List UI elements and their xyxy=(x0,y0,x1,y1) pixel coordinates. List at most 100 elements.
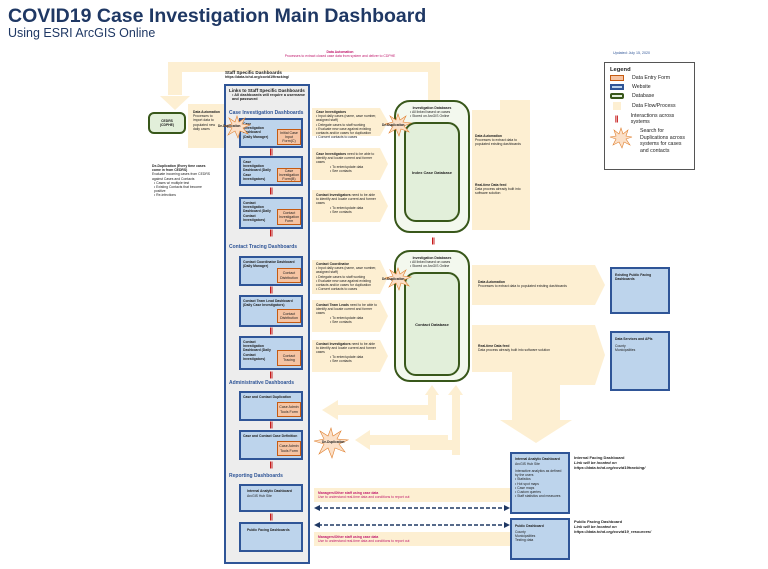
section-reporting: Reporting Dashboards xyxy=(229,473,283,479)
public-dashboard-url[interactable]: https://data.tchd.org/covid19_resources/ xyxy=(574,529,652,534)
legend-item: Search for Duplications across systems f… xyxy=(609,127,689,154)
dashboard-label: Case Investigation Dashboard (Daily Case… xyxy=(243,160,271,181)
managers-note-desc: Use to understand real-time data and con… xyxy=(318,495,410,500)
flow-title: Real-time Data feed xyxy=(478,344,510,348)
dashed-arrow-2-head-left xyxy=(314,522,320,528)
right-flow-top-automation: Data Automation Processes to extract dat… xyxy=(475,134,529,147)
dedup-starburst-icon xyxy=(223,115,252,139)
internal-dashboard-url[interactable]: https://data.tchd.org/covid19tracking/ xyxy=(574,465,646,470)
dashboard-label: Case and Contact Case Definition xyxy=(243,434,298,438)
flow-bullet: See contacts xyxy=(330,210,378,214)
flow-bullet: See contacts xyxy=(330,359,378,363)
legend-label: Data Flow/Process xyxy=(632,103,676,109)
dashboard-label: Contact Investigation Dashboard (Daily C… xyxy=(243,201,271,222)
section-case-investigation: Case Investigation Dashboards xyxy=(229,110,304,116)
flow-bullet: To enter/update data xyxy=(330,165,378,169)
contact-database: Contact Database xyxy=(404,272,460,376)
facing-note-title: Internal Facing Dashboard xyxy=(574,455,625,460)
case-contact-duplication-dashboard[interactable]: Case and Contact Duplication Case Admin … xyxy=(239,391,303,421)
flow-title: Data Automation xyxy=(478,280,505,284)
initial-case-input-form[interactable]: Initial Case Input Form(C) xyxy=(277,129,301,145)
flow-text: need to be able to identify and locate c… xyxy=(316,193,376,206)
cedrs-automation-desc: Processes to import data to populated ne… xyxy=(193,114,216,131)
right-flow-bottom-1 xyxy=(472,265,605,305)
interaction-pipe: || xyxy=(269,230,273,237)
admin-return-arrow-1 xyxy=(322,400,410,420)
top-flow-right-band xyxy=(430,62,440,122)
top-flow-title: Data Automation xyxy=(326,50,354,54)
legend-item: Data Flow/Process xyxy=(610,102,689,110)
right-flow-top xyxy=(472,100,530,230)
dedup-note-bullet: Cases w/ multiple test xyxy=(154,181,214,185)
starburst-icon xyxy=(609,127,633,149)
staff-dashboards-header: Staff Specific Dashboards https://data.t… xyxy=(225,70,289,79)
flow-bullet: Delegate cases to staff working xyxy=(316,275,380,279)
contact-distribution-form[interactable]: Contact Distribution xyxy=(277,268,301,283)
database-bullet: Stored on ArcGIS Online xyxy=(410,114,468,118)
output-item: Testing data xyxy=(515,538,534,543)
dedup-starburst-icon xyxy=(384,113,413,137)
contact-distribution-form[interactable]: Contact Distribution xyxy=(277,309,301,323)
dedup-starburst-icon xyxy=(313,426,350,459)
contact-coordinator-dashboard[interactable]: Contact Coordinator Dashboard (Daily Man… xyxy=(239,256,303,286)
panel-title: Links to Staff Specific Dashboards xyxy=(229,88,305,93)
flow-bullet: Input daily cases (name, case number, as… xyxy=(316,114,380,122)
output-items: County Municipalities xyxy=(615,344,635,352)
dedup-note-title: De-Duplication (Every time cases come in… xyxy=(152,164,206,173)
managers-note-2: Managers/Other staff using case data Use… xyxy=(318,535,508,543)
case-contact-definition-dashboard[interactable]: Case and Contact Case Definition Case Ad… xyxy=(239,430,303,460)
legend-title: Legend xyxy=(610,67,631,73)
dashboard-label: Case Investigation Dashboard (Daily Mana… xyxy=(243,122,269,139)
flow-role: Contact Coordinator xyxy=(316,262,349,266)
dedup-label: De-Duplication xyxy=(382,277,405,281)
managers-band-2 xyxy=(314,532,512,546)
flow-bullet: To enter/update data xyxy=(330,206,378,210)
page-subtitle: Using ESRI ArcGIS Online xyxy=(8,26,156,40)
contact-tracing-form[interactable]: Contact Tracing xyxy=(277,350,301,366)
dedup-starburst-icon xyxy=(384,267,413,291)
interaction-pipe: || xyxy=(431,238,435,245)
output-bullet: Statistics xyxy=(515,477,565,481)
existing-public-facing-dashboards[interactable]: Existing Public Facing Dashboards xyxy=(610,267,670,314)
output-items: County Municipalities Testing data xyxy=(515,530,535,543)
dashed-arrow-1-head-right xyxy=(504,505,510,511)
output-item: Municipalities xyxy=(515,534,536,539)
output-title: Internal Analytic Dashboard xyxy=(515,457,560,461)
contact-investigation-dashboard[interactable]: Contact Investigation Dashboard (Daily C… xyxy=(239,197,303,229)
flow-bullet: Evaluate new case against existing conta… xyxy=(316,279,380,287)
flow-bullet: Convert contacts to cases xyxy=(316,135,380,139)
data-services-apis[interactable]: Data Services and APIs County Municipali… xyxy=(610,331,670,391)
flow-role: Contact Team Leads xyxy=(316,303,349,307)
legend-item: || Interactions across systems xyxy=(610,113,689,125)
case-admin-tools-form[interactable]: Case Admin Tools Form xyxy=(277,402,301,417)
case-investigation-manager-dashboard[interactable]: Case Investigation Dashboard (Daily Mana… xyxy=(239,118,303,148)
contact-investigation-tracing-dashboard[interactable]: Contact Investigation Dashboard (Daily C… xyxy=(239,336,303,370)
internal-analytic-dashboard-link[interactable]: Internal Analytic Dashboard ArcGIS Hub S… xyxy=(239,484,303,512)
case-flow-2: Case Investigators need to be able to id… xyxy=(316,152,378,173)
staff-dashboards-title: Staff Specific Dashboards xyxy=(225,70,282,75)
interaction-pipe: || xyxy=(269,149,273,156)
staff-dashboards-url[interactable]: https://data.tchd.org/covid19tracking/ xyxy=(225,75,290,79)
page-title: COVID19 Case Investigation Main Dashboar… xyxy=(8,5,427,27)
case-flow-1: Case Investigators Input daily cases (na… xyxy=(316,110,380,139)
legend-label: Website xyxy=(632,84,651,90)
return-band xyxy=(410,405,436,415)
case-investigation-form[interactable]: Case Investigation Form(B) xyxy=(277,168,301,182)
public-dashboard[interactable]: Public Dashboard County Municipalities T… xyxy=(510,518,570,560)
flow-bullet: Delegate cases to staff working xyxy=(316,123,380,127)
legend-label: Search for Duplications across systems f… xyxy=(640,128,685,154)
flow-bullet: See contacts xyxy=(330,169,378,173)
contact-flow-3: Contact Investigators need to be able to… xyxy=(316,342,378,363)
contact-team-lead-dashboard[interactable]: Contact Team Lead Dashboard (Daily Case … xyxy=(239,295,303,327)
flow-bullet: Convert contacts to cases xyxy=(316,287,380,291)
case-admin-tools-form[interactable]: Case Admin Tools Form xyxy=(277,441,301,456)
internal-analytic-dashboard[interactable]: Internal Analytic Dashboard ArcGIS Hub S… xyxy=(510,452,570,514)
case-investigation-investigators-dashboard[interactable]: Case Investigation Dashboard (Daily Case… xyxy=(239,156,303,186)
interaction-pipe: || xyxy=(269,372,273,379)
dashboard-sublabel: ArcGIS Hub Site xyxy=(247,494,272,498)
updated-date: Updated: July 15, 2020 xyxy=(613,51,650,55)
public-facing-dashboards-link[interactable]: Public Facing Dashboards xyxy=(239,522,303,552)
right-flow-bottom-2 xyxy=(472,325,605,385)
dedup-note-bullet: Existing Contacts that become positive xyxy=(154,185,214,193)
contact-investigation-form[interactable]: Contact Investigation Form xyxy=(277,209,301,225)
